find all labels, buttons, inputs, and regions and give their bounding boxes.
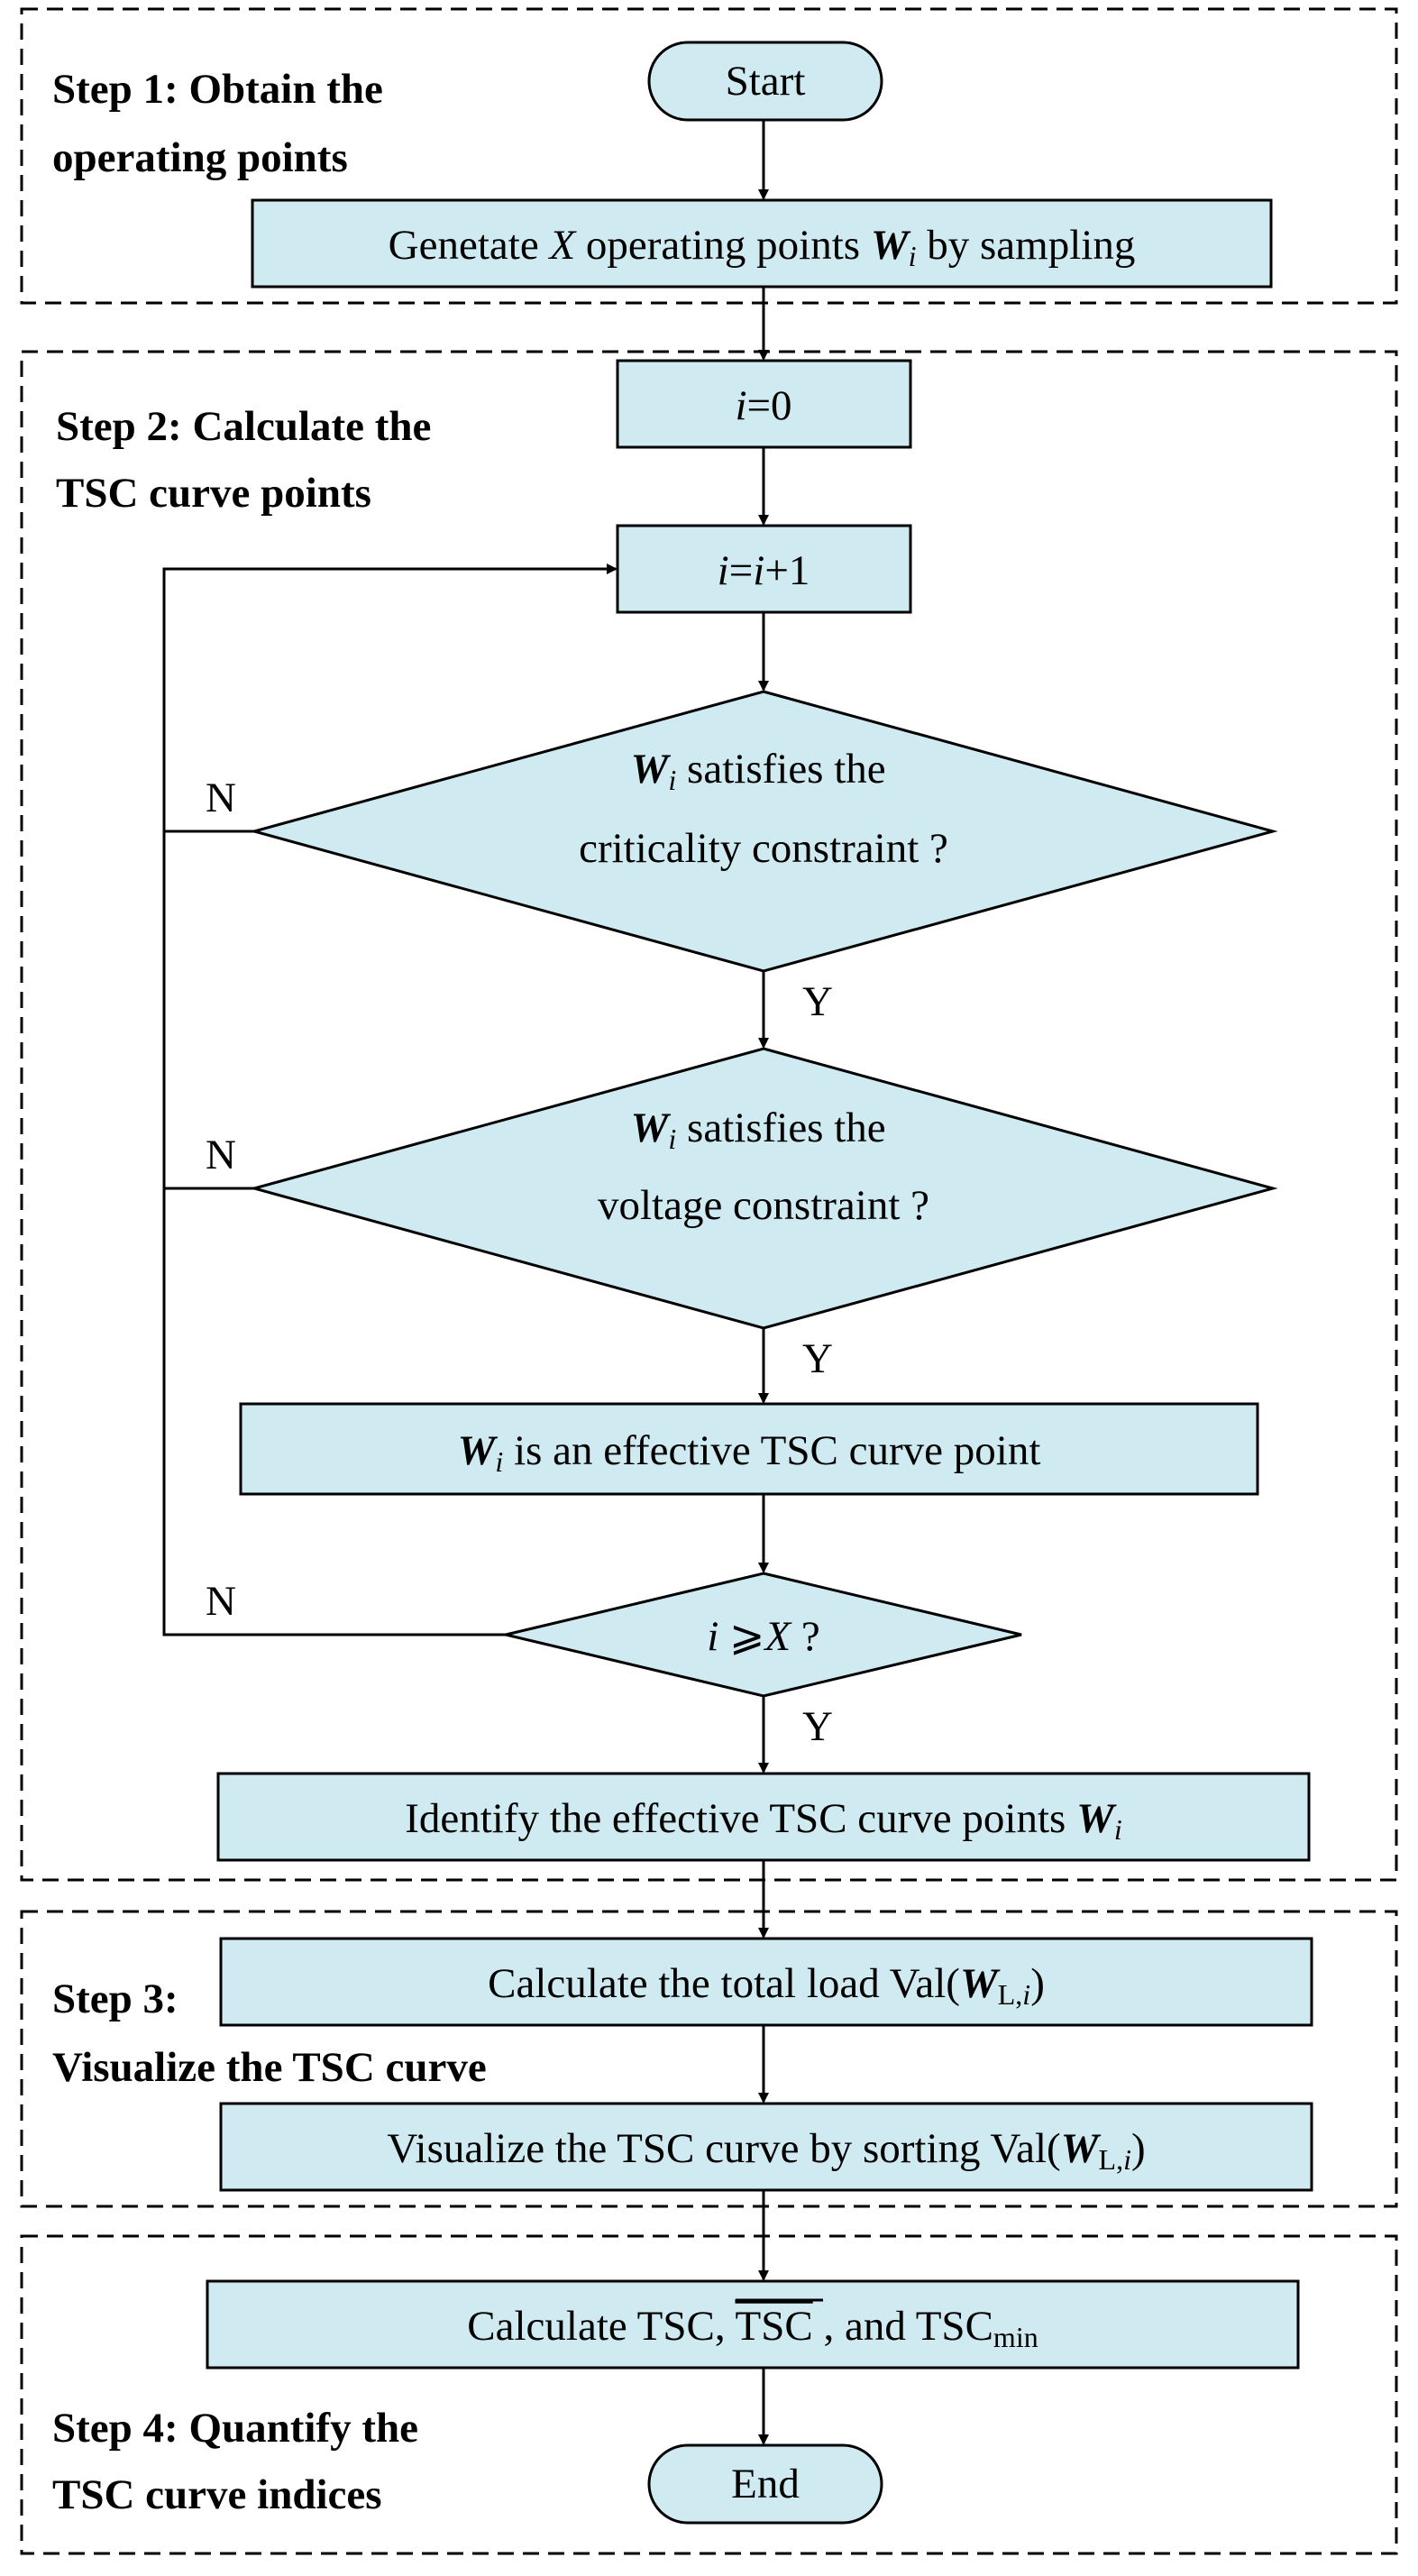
identify-box [216,1772,1311,1862]
generate-points-box [251,198,1273,289]
criticality-label: Wi satisfies the criticality constraint … [579,746,948,872]
step3-region [20,1910,1398,2208]
step1-label: Step 1: Obtain the operating points [52,66,394,181]
end-terminator [647,2443,883,2525]
effective-point-box [239,1402,1259,1496]
yes-label-check: Y [802,1703,833,1750]
step4-label: Step 4: Quantify the TSC curve indices [52,2405,429,2518]
loop-back-line [162,564,618,1636]
identify-label: Identify the effective TSC curve points … [405,1795,1122,1846]
step4-region [20,2234,1398,2555]
start-label: Start [726,58,806,105]
voltage-label: Wi satisfies the voltage constraint ? [598,1105,929,1229]
indices-label: Calculate TSC, TSC , and TSCmin [467,2303,1038,2353]
yes-label-criticality: Y [802,978,833,1025]
total-load-box [219,1937,1313,2027]
increment-label: i=i+1 [718,547,810,594]
no-label-voltage: N [206,1132,236,1178]
indices-box [206,2279,1300,2370]
yes-label-voltage: Y [802,1335,833,1382]
effective-point-label: Wi is an effective TSC curve point [458,1427,1041,1478]
visualize-label: Visualize the TSC curve by sorting Val(W… [387,2125,1145,2176]
no-label-criticality: N [206,775,236,821]
step1-region [20,7,1398,305]
end-label: End [731,2461,800,2507]
init-label: i=0 [735,382,791,429]
total-load-label: Calculate the total load Val(WL,i) [488,1960,1045,2011]
visualize-box [219,2102,1313,2192]
start-terminator [647,41,883,122]
step2-label: Step 2: Calculate the TSC curve points [56,403,442,517]
step3-label: Step 3: Visualize the TSC curve [52,1976,487,2091]
step2-region [20,350,1398,1882]
no-label-check: N [206,1578,236,1625]
increment-box [616,524,912,614]
generate-points-label: Genetate X operating points Wi by sampli… [389,222,1136,272]
loop-check-label: i ⩾X ? [707,1613,820,1660]
